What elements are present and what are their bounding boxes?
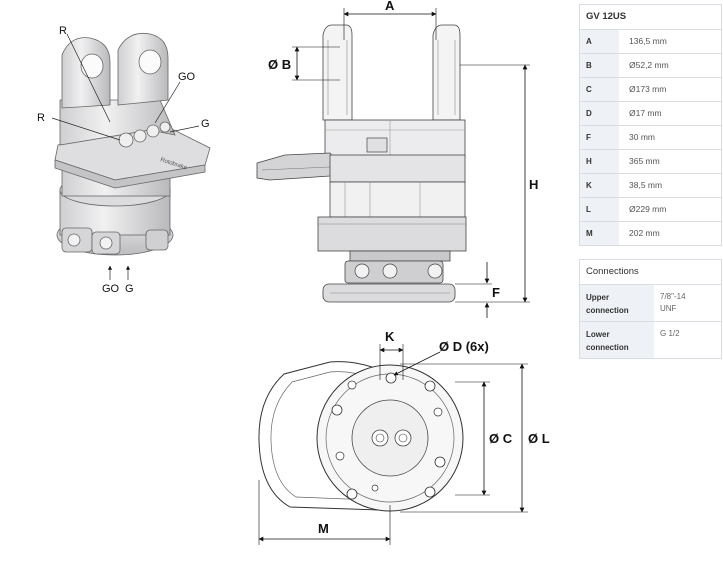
connection-value-line: UNF xyxy=(660,304,677,313)
dim-h-label: H xyxy=(529,177,538,192)
side-elevation-view: A Ø B H F xyxy=(256,0,538,318)
spec-value: Ø229 mm xyxy=(629,204,667,214)
callout-r-top: R xyxy=(59,25,67,37)
dim-f-label: F xyxy=(492,285,500,300)
callout-go-right: GO xyxy=(178,71,196,83)
connection-key-line: Lower xyxy=(586,330,610,339)
spec-key: F xyxy=(580,126,619,149)
dim-d-label: Ø D (6x) xyxy=(439,339,489,354)
spec-key: L xyxy=(580,198,619,221)
spec-key: C xyxy=(580,78,619,101)
connection-key-line: connection xyxy=(586,306,629,315)
spec-key: H xyxy=(580,150,619,173)
spec-key: D xyxy=(580,102,619,125)
connection-value-line: 7/8"-14 xyxy=(660,292,686,301)
isometric-rotator-view: Rotobrake R GO R G GO G xyxy=(37,25,211,295)
top-plan-view: K Ø D (6x) Ø C Ø L M xyxy=(258,329,550,545)
spec-value: 38,5 mm xyxy=(629,180,663,190)
connection-value: G 1/2 xyxy=(654,322,721,358)
connections-title: Connections xyxy=(580,260,721,285)
spec-value: Ø173 mm xyxy=(629,84,667,94)
spec-value: 30 mm xyxy=(629,132,655,142)
connection-value: 7/8"-14 UNF xyxy=(654,285,721,321)
dim-a-label: A xyxy=(385,0,395,13)
connection-key: Lower connection xyxy=(580,322,654,358)
connections-table: Connections Upper connection 7/8"-14 UNF… xyxy=(579,259,722,359)
spec-value: Ø52,2 mm xyxy=(629,60,669,70)
spec-row: H 365 mm xyxy=(580,150,721,174)
dim-m-label: M xyxy=(318,521,329,536)
spec-key: M xyxy=(580,222,619,245)
connection-value-line: G 1/2 xyxy=(660,329,680,338)
dim-k-label: K xyxy=(385,329,395,344)
spec-table: GV 12US A 136,5 mm B Ø52,2 mm C Ø173 mm … xyxy=(579,4,722,246)
spec-key: B xyxy=(580,54,619,77)
connection-row: Upper connection 7/8"-14 UNF xyxy=(580,285,721,322)
connection-row: Lower connection G 1/2 xyxy=(580,322,721,358)
spec-value: 202 mm xyxy=(629,228,660,238)
dim-l-label: Ø L xyxy=(528,431,550,446)
dim-c-label: Ø C xyxy=(489,431,513,446)
spec-row: A 136,5 mm xyxy=(580,30,721,54)
spec-row: L Ø229 mm xyxy=(580,198,721,222)
dim-b-label: Ø B xyxy=(268,57,291,72)
callout-r-left: R xyxy=(37,112,45,124)
spec-value: 365 mm xyxy=(629,156,660,166)
callout-g-bottom: G xyxy=(125,283,134,295)
technical-drawing: Rotobrake R GO R G GO G xyxy=(37,0,550,545)
connection-key: Upper connection xyxy=(580,285,654,321)
spec-key: A xyxy=(580,30,619,53)
spec-row: C Ø173 mm xyxy=(580,78,721,102)
spec-row: K 38,5 mm xyxy=(580,174,721,198)
spec-table-model: GV 12US xyxy=(580,5,721,30)
connection-key-line: connection xyxy=(586,343,629,352)
spec-row: D Ø17 mm xyxy=(580,102,721,126)
callout-go-bottom: GO xyxy=(102,283,120,295)
spec-value: 136,5 mm xyxy=(629,36,667,46)
spec-row: B Ø52,2 mm xyxy=(580,54,721,78)
connection-key-line: Upper xyxy=(586,293,610,302)
spec-row: F 30 mm xyxy=(580,126,721,150)
spec-key: K xyxy=(580,174,619,197)
callout-g-right: G xyxy=(201,118,210,130)
spec-value: Ø17 mm xyxy=(629,108,662,118)
spec-row: M 202 mm xyxy=(580,222,721,245)
